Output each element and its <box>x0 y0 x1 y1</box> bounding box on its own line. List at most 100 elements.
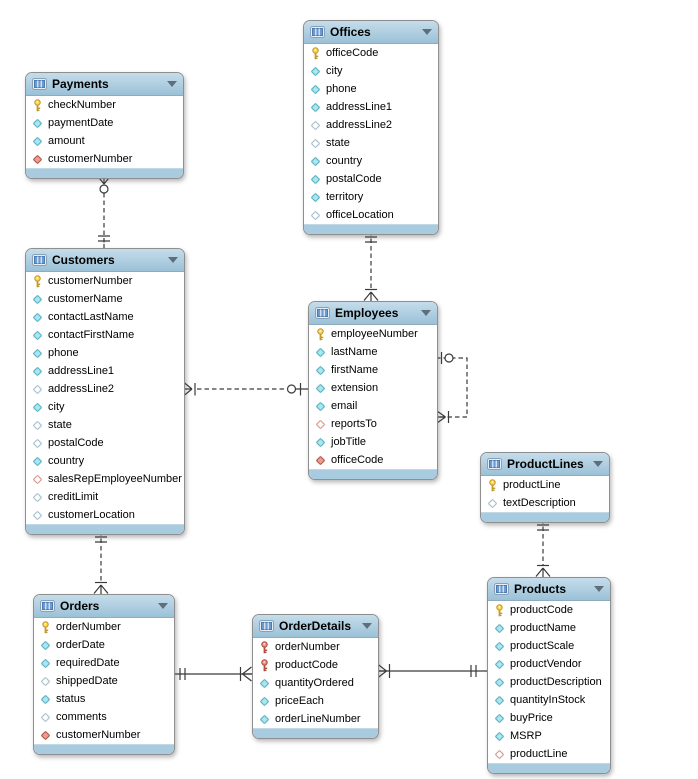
field-row-employeeNumber[interactable]: employeeNumber <box>309 325 437 343</box>
field-row-shippedDate[interactable]: shippedDate <box>34 672 174 690</box>
field-row-addressLine2[interactable]: addressLine2 <box>26 380 184 398</box>
field-row-postalCode[interactable]: postalCode <box>304 170 438 188</box>
field-row-productLine[interactable]: productLine <box>488 745 610 763</box>
collapse-arrow-icon[interactable] <box>168 257 178 263</box>
field-row-contactFirstName[interactable]: contactFirstName <box>26 326 184 344</box>
collapse-arrow-icon[interactable] <box>167 81 177 87</box>
field-row-productCode[interactable]: productCode <box>253 656 378 674</box>
field-row-customerLocation[interactable]: customerLocation <box>26 506 184 524</box>
field-row-priceEach[interactable]: priceEach <box>253 692 378 710</box>
collapse-arrow-icon[interactable] <box>158 603 168 609</box>
table-header[interactable]: Products <box>488 578 610 601</box>
field-row-addressLine1[interactable]: addressLine1 <box>304 98 438 116</box>
collapse-arrow-icon[interactable] <box>594 586 604 592</box>
field-row-productLine[interactable]: productLine <box>481 476 609 494</box>
field-row-email[interactable]: email <box>309 397 437 415</box>
field-row-officeCode[interactable]: officeCode <box>304 44 438 62</box>
field-row-country[interactable]: country <box>304 152 438 170</box>
field-row-postalCode[interactable]: postalCode <box>26 434 184 452</box>
field-row-contactLastName[interactable]: contactLastName <box>26 308 184 326</box>
field-row-checkNumber[interactable]: checkNumber <box>26 96 183 114</box>
field-row-customerNumber[interactable]: customerNumber <box>26 150 183 168</box>
table-header[interactable]: Orders <box>34 595 174 618</box>
connector-orders-orderdetails[interactable] <box>173 666 252 682</box>
field-row-addressLine1[interactable]: addressLine1 <box>26 362 184 380</box>
collapse-arrow-icon[interactable] <box>593 461 603 467</box>
connector-employees-self[interactable] <box>436 352 468 424</box>
table-header[interactable]: ProductLines <box>481 453 609 476</box>
field-row-comments[interactable]: comments <box>34 708 174 726</box>
field-label: amount <box>48 135 85 147</box>
table-header[interactable]: Customers <box>26 249 184 272</box>
field-row-status[interactable]: status <box>34 690 174 708</box>
connector-orderdetails-products[interactable] <box>377 663 487 679</box>
field-row-productCode[interactable]: productCode <box>488 601 610 619</box>
field-row-phone[interactable]: phone <box>26 344 184 362</box>
table-header[interactable]: OrderDetails <box>253 615 378 638</box>
field-row-requiredDate[interactable]: requiredDate <box>34 654 174 672</box>
field-row-productDescription[interactable]: productDescription <box>488 673 610 691</box>
field-label: extension <box>331 382 379 394</box>
column-notnull-icon <box>259 713 270 726</box>
field-row-jobTitle[interactable]: jobTitle <box>309 433 437 451</box>
connector-payments-customers[interactable] <box>97 175 111 248</box>
table-footer <box>488 763 610 773</box>
connector-offices-employees[interactable] <box>363 231 379 301</box>
connector-customers-employees[interactable] <box>183 382 308 396</box>
field-row-customerNumber[interactable]: customerNumber <box>34 726 174 744</box>
field-row-quantityInStock[interactable]: quantityInStock <box>488 691 610 709</box>
field-row-customerNumber[interactable]: customerNumber <box>26 272 184 290</box>
table-header[interactable]: Offices <box>304 21 438 44</box>
field-row-paymentDate[interactable]: paymentDate <box>26 114 183 132</box>
field-row-city[interactable]: city <box>26 398 184 416</box>
field-row-salesRepEmployeeNumber[interactable]: salesRepEmployeeNumber <box>26 470 184 488</box>
table-footer <box>304 224 438 234</box>
field-row-city[interactable]: city <box>304 62 438 80</box>
table-header[interactable]: Employees <box>309 302 437 325</box>
field-row-extension[interactable]: extension <box>309 379 437 397</box>
field-row-orderNumber[interactable]: orderNumber <box>253 638 378 656</box>
field-row-country[interactable]: country <box>26 452 184 470</box>
field-row-MSRP[interactable]: MSRP <box>488 727 610 745</box>
field-row-officeCode[interactable]: officeCode <box>309 451 437 469</box>
field-row-territory[interactable]: territory <box>304 188 438 206</box>
field-row-quantityOrdered[interactable]: quantityOrdered <box>253 674 378 692</box>
column-nullable-icon <box>310 119 321 132</box>
field-row-orderDate[interactable]: orderDate <box>34 636 174 654</box>
field-row-reportsTo[interactable]: reportsTo <box>309 415 437 433</box>
field-row-firstName[interactable]: firstName <box>309 361 437 379</box>
primary-key-icon <box>310 46 321 60</box>
field-row-state[interactable]: state <box>304 134 438 152</box>
field-row-creditLimit[interactable]: creditLimit <box>26 488 184 506</box>
connector-customers-orders[interactable] <box>93 531 109 594</box>
collapse-arrow-icon[interactable] <box>362 623 372 629</box>
field-row-productName[interactable]: productName <box>488 619 610 637</box>
field-row-orderNumber[interactable]: orderNumber <box>34 618 174 636</box>
field-row-productScale[interactable]: productScale <box>488 637 610 655</box>
field-row-officeLocation[interactable]: officeLocation <box>304 206 438 224</box>
table-header[interactable]: Payments <box>26 73 183 96</box>
field-row-lastName[interactable]: lastName <box>309 343 437 361</box>
field-row-buyPrice[interactable]: buyPrice <box>488 709 610 727</box>
field-row-customerName[interactable]: customerName <box>26 290 184 308</box>
field-row-state[interactable]: state <box>26 416 184 434</box>
field-row-amount[interactable]: amount <box>26 132 183 150</box>
field-row-orderLineNumber[interactable]: orderLineNumber <box>253 710 378 728</box>
field-row-textDescription[interactable]: textDescription <box>481 494 609 512</box>
field-row-phone[interactable]: phone <box>304 80 438 98</box>
collapse-arrow-icon[interactable] <box>421 310 431 316</box>
connector-productlines-products[interactable] <box>535 519 551 577</box>
collapse-arrow-icon[interactable] <box>422 29 432 35</box>
field-row-productVendor[interactable]: productVendor <box>488 655 610 673</box>
field-row-addressLine2[interactable]: addressLine2 <box>304 116 438 134</box>
